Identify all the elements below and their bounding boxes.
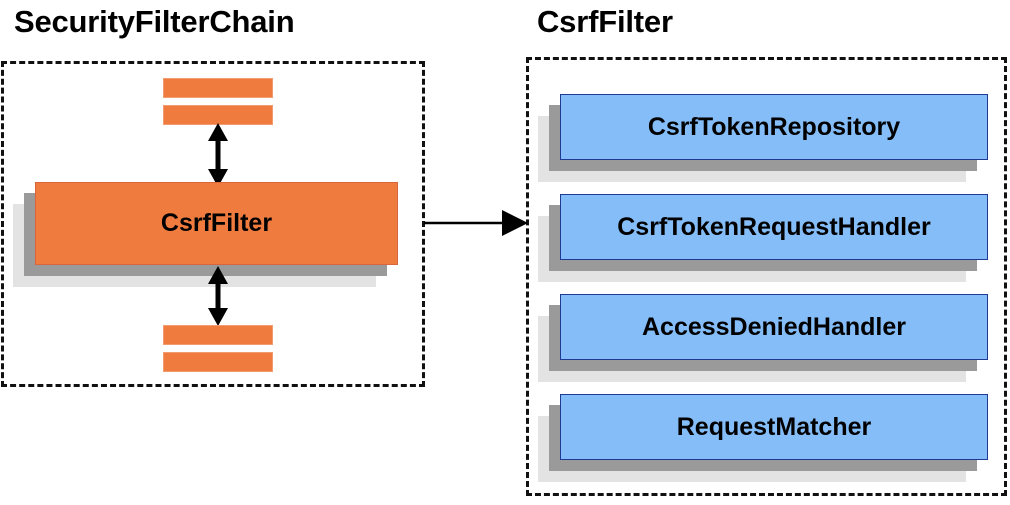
card-face: CsrfTokenRequestHandler (560, 194, 988, 260)
filter-bar-top-1 (163, 78, 273, 98)
card-face: CsrfTokenRepository (560, 94, 988, 160)
card-label-csrf-token-repository: CsrfTokenRepository (647, 112, 901, 141)
page-title-security-filter-chain: SecurityFilterChain (14, 4, 295, 39)
card-face: CsrfFilter (35, 182, 398, 265)
filter-bar-bottom-1 (163, 325, 273, 345)
arrow-bidirectional-top (208, 123, 228, 187)
security-filter-chain-group-box (1, 61, 425, 387)
page-title-csrf-filter: CsrfFilter (537, 4, 673, 39)
card-label-csrf-filter: CsrfFilter (160, 209, 273, 237)
card-face: AccessDeniedHandler (560, 294, 988, 360)
card-label-access-denied-handler: AccessDeniedHandler (641, 312, 906, 341)
arrow-bidirectional-bottom (208, 266, 228, 326)
card-face: RequestMatcher (560, 394, 988, 460)
filter-bar-bottom-2 (163, 352, 273, 372)
connector-arrow-left-to-right (424, 210, 528, 236)
csrf-filter-group-box (526, 57, 1007, 496)
card-label-request-matcher: RequestMatcher (676, 412, 872, 441)
card-label-csrf-token-request-handler: CsrfTokenRequestHandler (617, 212, 931, 241)
